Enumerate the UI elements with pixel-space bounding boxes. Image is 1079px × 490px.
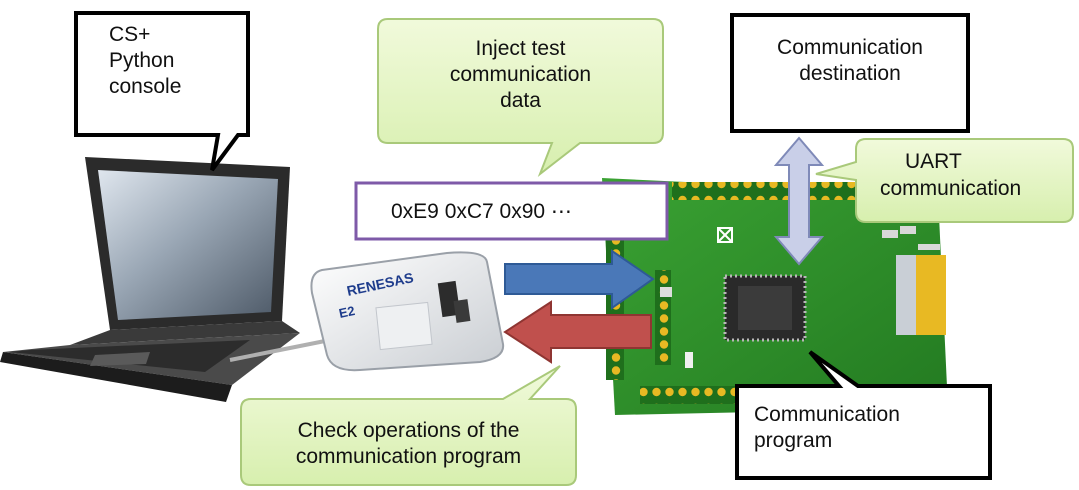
console-line-3: console xyxy=(109,75,182,98)
program-callout-text: Communication program xyxy=(754,402,900,454)
check-callout-shape xyxy=(240,365,577,486)
destination-line-2: destination xyxy=(799,62,901,85)
inject-callout-shape xyxy=(377,18,664,177)
inject-line-2: communication xyxy=(449,63,592,86)
uart-line-1: UART xyxy=(905,150,962,173)
destination-line-1: Communication xyxy=(777,36,923,59)
console-line-2: Python xyxy=(109,49,175,72)
inject-arrow xyxy=(504,249,655,310)
console-callout-shape xyxy=(74,11,250,172)
laptop-illustration xyxy=(0,157,331,402)
emulator-device: RENESAS E2 xyxy=(310,251,505,372)
check-line-1: Check operations of the xyxy=(297,419,520,442)
return-arrow xyxy=(503,300,652,364)
emulator-model-text: E2 xyxy=(338,303,357,321)
console-callout-text: CS+ Python console xyxy=(109,22,181,100)
destination-callout-shape xyxy=(730,13,970,133)
uart-line-2: communication xyxy=(880,177,1022,200)
program-line-1: Communication xyxy=(754,403,900,426)
program-callout-shape xyxy=(735,350,992,480)
inject-line-3: data xyxy=(500,89,541,112)
data-bytes-text: 0xE9 0xC7 0x90 ⋯ xyxy=(391,200,572,223)
inject-callout-text: Inject test communication data xyxy=(388,36,653,114)
check-callout-text: Check operations of the communication pr… xyxy=(243,418,574,470)
uart-callout-shape xyxy=(815,138,1074,223)
uart-arrow xyxy=(773,136,825,266)
program-line-2: program xyxy=(754,429,833,452)
inject-line-1: Inject test xyxy=(475,37,566,60)
data-bytes-box xyxy=(354,181,669,241)
check-line-2: communication program xyxy=(295,445,522,468)
destination-callout-text: Communication destination xyxy=(734,35,966,87)
console-line-1: CS+ xyxy=(109,23,151,46)
